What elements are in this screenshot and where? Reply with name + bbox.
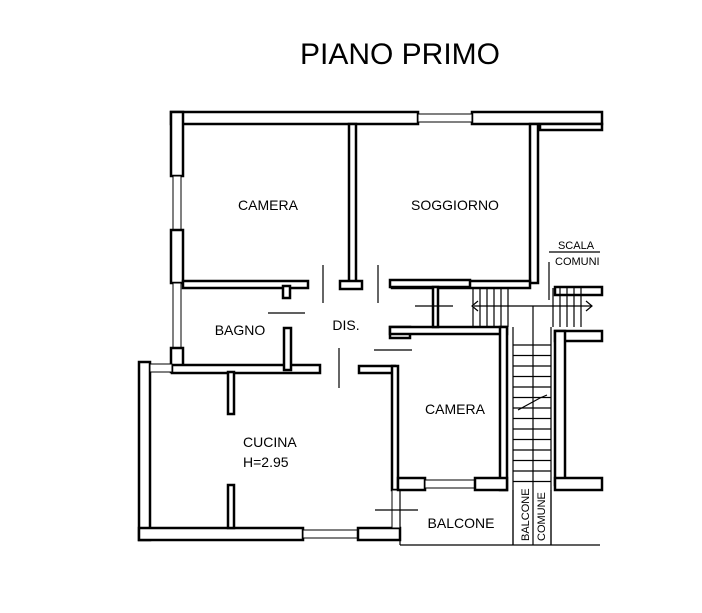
label-scala: SCALA <box>558 240 595 252</box>
window <box>172 282 182 349</box>
window <box>172 175 182 231</box>
label-dis: DIS. <box>332 317 359 333</box>
label-camera-2: CAMERA <box>425 401 486 417</box>
walls <box>137 110 604 542</box>
label-cucina-height: H=2.95 <box>243 454 289 470</box>
window <box>424 479 476 489</box>
label-balcone-comune-2: COMUNE <box>536 492 548 541</box>
label-bagno: BAGNO <box>215 322 266 338</box>
window <box>302 529 359 539</box>
label-camera-1: CAMERA <box>238 197 299 213</box>
room-labels: CAMERA SOGGIORNO BAGNO DIS. CAMERA CUCIN… <box>215 197 600 541</box>
plan-title: PIANO PRIMO <box>300 38 500 71</box>
label-balcone-comune-1: BALCONE <box>520 488 532 541</box>
door-swings <box>268 265 453 511</box>
label-balcone: BALCONE <box>428 515 495 531</box>
balcony-outline <box>399 490 600 546</box>
window <box>149 363 173 373</box>
label-cucina: CUCINA <box>243 434 297 450</box>
label-comuni: COMUNI <box>555 256 600 268</box>
label-soggiorno: SOGGIORNO <box>411 197 499 213</box>
window <box>417 113 473 123</box>
door-window <box>391 489 401 529</box>
